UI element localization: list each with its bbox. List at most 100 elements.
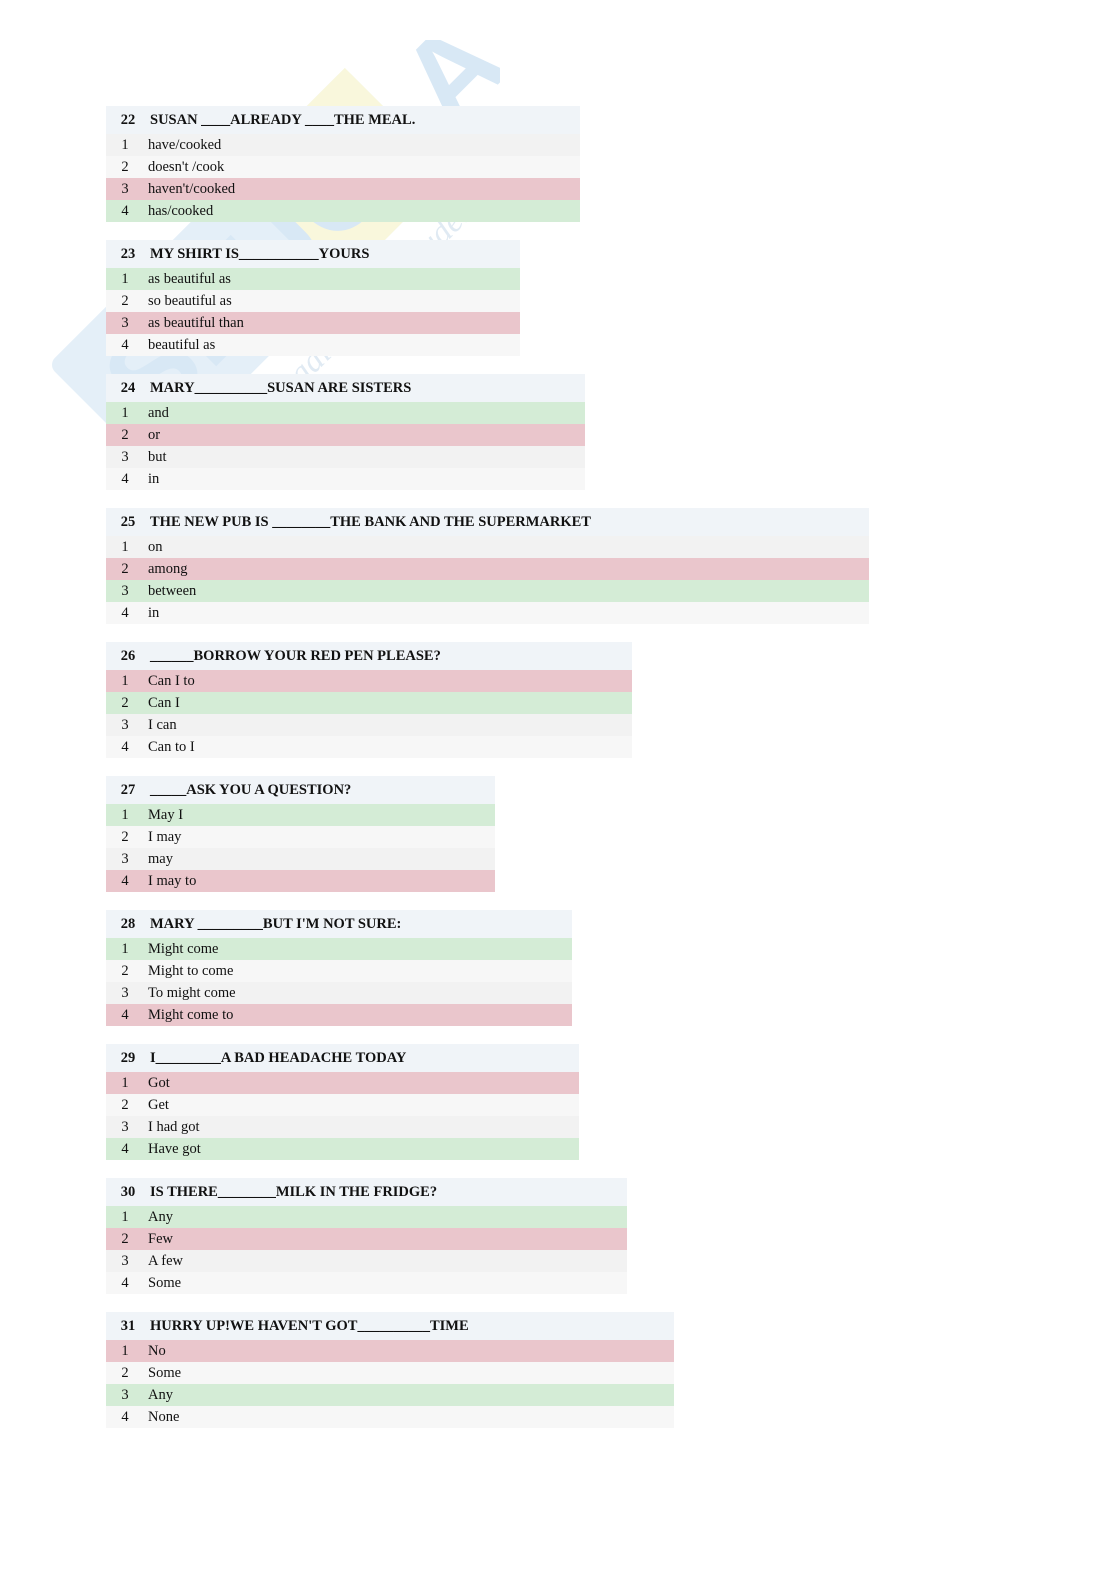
option-text: Might come xyxy=(148,940,219,957)
answer-option-wrong[interactable]: 1 No xyxy=(106,1340,674,1362)
option-number: 2 xyxy=(121,694,129,711)
answer-option-correct[interactable]: 1 Any xyxy=(106,1206,627,1228)
option-number: 2 xyxy=(121,426,129,443)
option-text: Any xyxy=(148,1208,173,1225)
option-number: 3 xyxy=(121,582,129,599)
option-text: has/cooked xyxy=(148,202,214,219)
question-text: ______BORROW YOUR RED PEN PLEASE? xyxy=(150,647,441,664)
question-text: HURRY UP!WE HAVEN'T GOT__________TIME xyxy=(150,1317,469,1334)
answer-option-wrong[interactable]: 1 Can I to xyxy=(106,670,632,692)
option-text: doesn't /cook xyxy=(148,158,225,175)
option-text: but xyxy=(148,448,167,465)
question-number: 22 xyxy=(120,111,136,128)
option-text: have/cooked xyxy=(148,136,222,153)
option-text: Have got xyxy=(148,1140,201,1157)
option-text: Can I xyxy=(148,694,180,711)
option-number: 1 xyxy=(121,672,129,689)
question-header: 30 IS THERE________MILK IN THE FRIDGE? xyxy=(106,1178,627,1206)
option-number: 1 xyxy=(121,1342,129,1359)
question-number: 30 xyxy=(120,1183,136,1200)
option-number: 3 xyxy=(121,180,129,197)
option-number: 2 xyxy=(121,560,129,577)
option-text: No xyxy=(148,1342,166,1359)
answer-option-correct[interactable]: 2 Can I xyxy=(106,692,632,714)
answer-option[interactable]: 4 in xyxy=(106,602,869,624)
option-text: as beautiful as xyxy=(148,270,231,287)
option-number: 4 xyxy=(121,738,129,755)
option-number: 4 xyxy=(121,470,129,487)
option-number: 2 xyxy=(121,962,129,979)
option-number: 1 xyxy=(121,1208,129,1225)
option-number: 3 xyxy=(121,716,129,733)
option-text: Few xyxy=(148,1230,173,1247)
question-header: 26______BORROW YOUR RED PEN PLEASE? xyxy=(106,642,632,670)
option-text: Can I to xyxy=(148,672,195,689)
option-number: 3 xyxy=(121,314,129,331)
option-text: Any xyxy=(148,1386,173,1403)
answer-option-correct[interactable]: 3 between xyxy=(106,580,869,602)
question-text: IS THERE________MILK IN THE FRIDGE? xyxy=(150,1183,438,1200)
option-number: 4 xyxy=(121,604,129,621)
option-number: 1 xyxy=(121,404,129,421)
question-text: _____ASK YOU A QUESTION? xyxy=(150,781,352,798)
option-text: May I xyxy=(148,806,184,823)
option-text: in xyxy=(148,604,160,621)
option-text: I may to xyxy=(148,872,197,889)
option-number: 2 xyxy=(121,1096,129,1113)
option-text: I may xyxy=(148,828,182,845)
option-text: between xyxy=(148,582,197,599)
option-number: 4 xyxy=(121,1274,129,1291)
